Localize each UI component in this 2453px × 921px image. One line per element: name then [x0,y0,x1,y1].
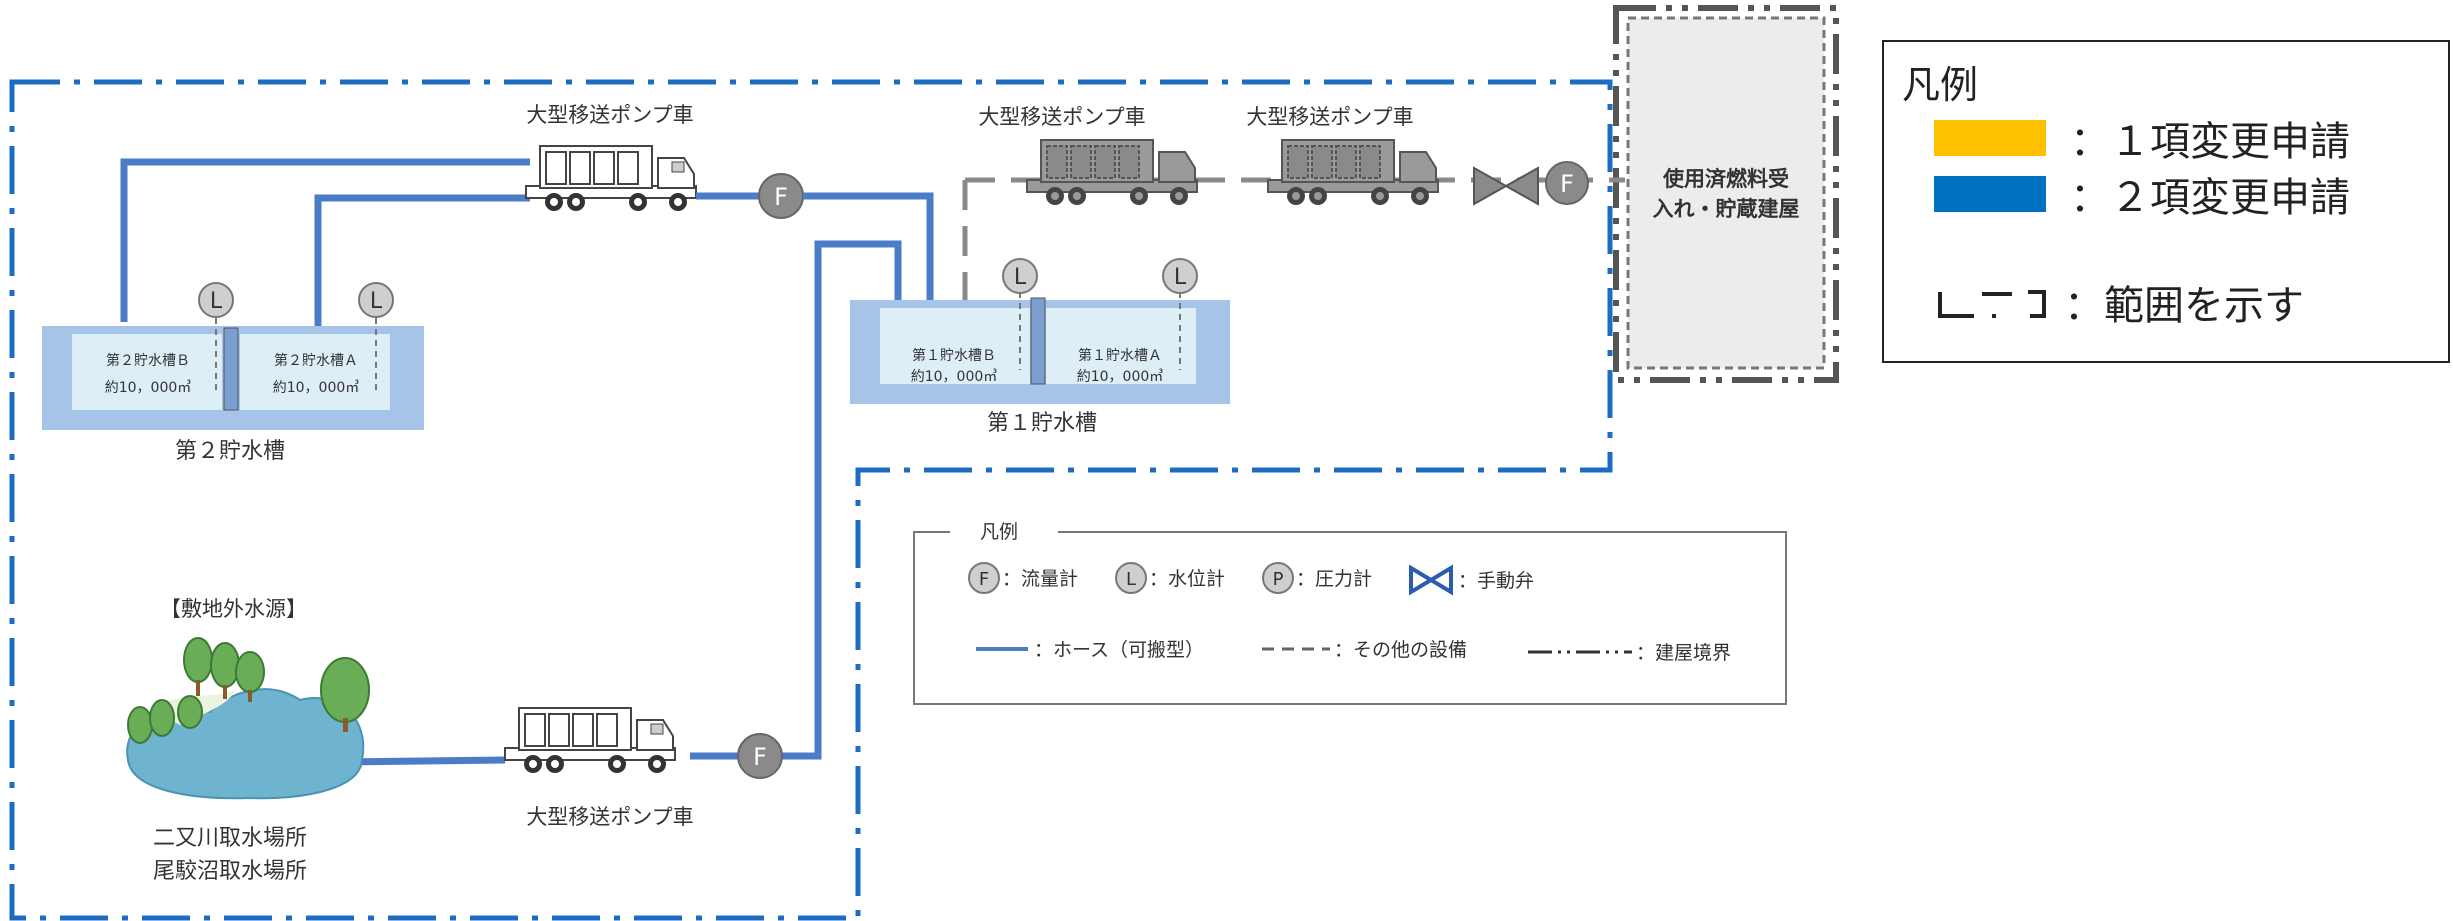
hose-tank2a [314,194,530,345]
level-gauge-tank2b-symbol: L [210,289,223,314]
tank1a-volume: 約10，000㎥ [1077,369,1164,385]
truck-bottom-label: 大型移送ポンプ車 [526,805,693,829]
legend-level-label: ：水位計 [1149,568,1225,590]
legend-pressure-label: ：圧力計 [1296,568,1372,590]
tank2b-volume: 約10，000㎥ [105,380,192,396]
legend-item-1-label: ：１項変更申請 [2070,119,2350,165]
water-source [126,637,370,800]
legend-swatch-blue [1934,176,2046,212]
legend-title: 凡例 [1902,63,1979,107]
tank1-water-b [880,308,1030,384]
tank1b-volume: 約10，000㎥ [911,369,998,385]
tank1a-name: 第１貯水槽Ａ [1078,347,1162,364]
source-heading: 【敷地外水源】 [160,597,307,621]
building-label-1: 使用済燃料受 [1662,167,1789,191]
tank2a-name: 第２貯水槽Ａ [274,352,358,369]
legend-swatch-yellow [1934,120,2046,156]
tank2-title: 第２貯水槽 [175,439,285,464]
level-gauge-tank2a-symbol: L [370,289,383,314]
tank1-divider [1030,297,1046,385]
truck-gray-2-label: 大型移送ポンプ車 [1246,105,1413,129]
legend-other-label: ：その他の設備 [1334,639,1467,661]
tank2a-volume: 約10，000㎥ [273,380,360,396]
hose-tank2b [120,158,530,322]
legend-flowmeter-symbol [968,562,1000,594]
legend-item-2-label: ：２項変更申請 [2070,175,2350,221]
scope-boundary [9,79,1613,921]
truck-gray-1-label: 大型移送ポンプ車 [978,105,1145,129]
tank1-water-a [1046,308,1196,384]
tank2-water-b [72,334,222,410]
inner-legend: 凡例 F ：流量計 L ：水位計 P ：圧力計 ：手動弁 ：ホース（可搬型） ：… [913,520,1787,705]
building-outer [1613,5,1839,383]
building [1626,16,1826,370]
tank1b-name: 第１貯水槽Ｂ [912,347,996,364]
flowmeter-building-symbol: F [1560,170,1574,198]
legend-item-2: ：２項変更申請 [1934,174,2350,221]
tank2: L L 第２貯水槽Ｂ 約10，000㎥ 第２貯水槽Ａ 約10，000㎥ 第２貯水… [42,282,424,464]
level-gauge-tank1b [1002,258,1038,294]
truck-bottom [504,707,676,774]
tank2-divider [223,327,239,411]
truck-top-label: 大型移送ポンプ車 [526,103,693,127]
legend-box: 凡例 ：１項変更申請 ：２項変更申請 ：範囲を示す [1882,40,2450,363]
legend-valve-label: ：手動弁 [1458,570,1534,592]
legend-hose-label: ：ホース（可搬型） [1034,639,1204,661]
tank1-title: 第１貯水槽 [987,411,1097,436]
legend-pressure-letter: P [1273,569,1284,590]
tank1: L L 第１貯水槽Ｂ 約10，000㎥ 第１貯水槽Ａ 約10，000㎥ 第１貯水… [850,258,1230,436]
legend-valve-symbol [1409,564,1453,596]
level-gauge-tank1a-symbol: L [1174,265,1187,290]
source-label-2: 尾駮沼取水場所 [153,859,307,884]
inner-legend-frame [913,531,1787,705]
legend-pressure-symbol [1262,562,1294,594]
legend-flowmeter-letter: F [979,569,989,590]
level-gauge-tank2b [198,282,234,318]
building-label-2: 入れ・貯蔵建屋 [1653,197,1800,221]
flowmeter-bottom [737,733,783,779]
flowmeter-top-symbol: F [774,183,788,211]
legend-item-1: ：１項変更申請 [1934,118,2350,165]
flowmeter-bottom-symbol: F [753,743,767,771]
level-gauge-tank2a [358,282,394,318]
manual-valve [1473,166,1539,206]
legend-item-3: ：範囲を示す [1934,282,2304,329]
inner-legend-title-bg [950,520,1058,544]
tank2-water-a [240,334,390,410]
hose-source-up [339,756,506,766]
flowmeter-building [1545,161,1589,205]
legend-level-letter: L [1126,569,1136,590]
level-gauge-tank1b-symbol: L [1014,265,1027,290]
legend-level-symbol [1115,562,1147,594]
legend-range-symbol [1938,290,2046,318]
level-gauge-tank1a [1162,258,1198,294]
legend-item-3-label: ：範囲を示す [2064,283,2304,329]
truck-gray-2 [1267,139,1439,206]
legend-boundary-label: ：建屋境界 [1636,642,1731,664]
inner-legend-title: 凡例 [980,521,1018,543]
truck-gray-1 [1026,139,1198,206]
trees [127,637,370,744]
tank2b-name: 第２貯水槽Ｂ [106,352,190,369]
legend-flowmeter-label: ：流量計 [1002,568,1078,590]
source-label-1: 二又川取水場所 [153,826,307,851]
truck-top [525,145,697,212]
